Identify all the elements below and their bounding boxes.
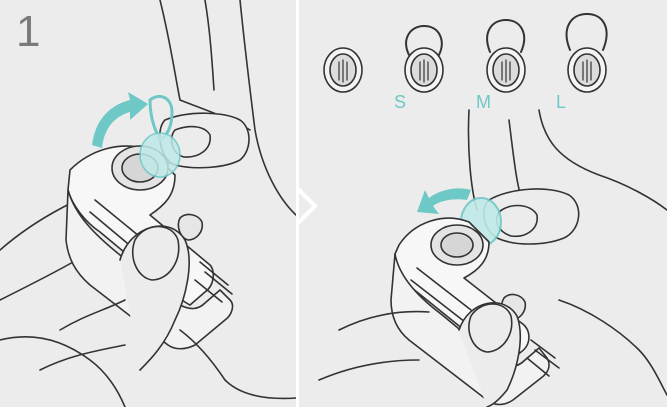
lower-hand-right <box>559 300 667 395</box>
eartip-without-hook-icon <box>324 48 362 92</box>
eartip-size-l-icon <box>567 14 607 92</box>
illustration-remove-eartip <box>299 0 667 407</box>
size-label-s: S <box>394 93 406 111</box>
divider-notch <box>299 190 315 222</box>
eartip-size-s-icon <box>405 26 443 92</box>
bottom-hand-curve-2 <box>40 345 125 370</box>
curved-arrow-clockwise-icon <box>92 92 148 148</box>
bottom-hand-curve <box>60 300 125 330</box>
bottom-hand-left-2 <box>319 360 419 380</box>
upper-finger-1 <box>160 0 180 100</box>
upper-finger-3 <box>240 0 296 215</box>
panel-remove-eartip <box>299 0 667 407</box>
back-hand-outline-lower <box>0 258 80 300</box>
size-label-m: M <box>476 93 491 111</box>
size-label-l: L <box>556 93 566 111</box>
step-number: 1 <box>16 10 40 54</box>
panel-attach-eartip: 1 <box>0 0 296 407</box>
forearm-lower <box>0 337 125 407</box>
illustration-attach-eartip <box>0 0 296 407</box>
eartip-size-m-icon <box>487 20 525 92</box>
upper-finger-a <box>468 110 477 210</box>
nozzle-inner <box>441 233 473 257</box>
upper-finger-2 <box>205 0 214 90</box>
